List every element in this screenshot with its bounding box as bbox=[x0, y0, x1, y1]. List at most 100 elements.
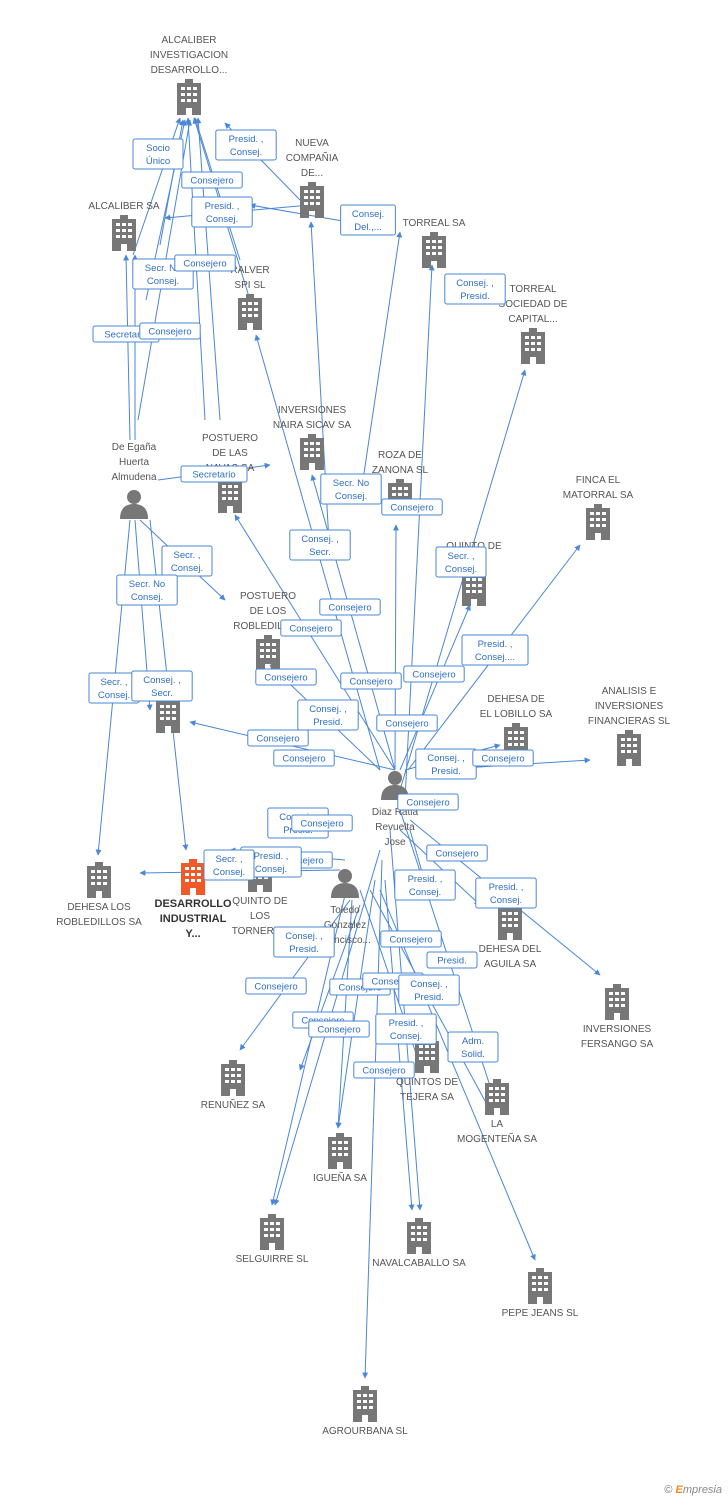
relation-label[interactable]: Secr. ,Consej. bbox=[203, 849, 255, 881]
relation-label[interactable]: Consejero bbox=[397, 793, 459, 811]
node-pepe-jeans[interactable]: PEPE JEANS SL bbox=[502, 1268, 579, 1319]
relation-label[interactable]: Presid. ,Consej. bbox=[191, 196, 253, 228]
node-torreal-sa[interactable]: TORREAL SA bbox=[403, 218, 466, 268]
relation-label[interactable]: Presid. bbox=[426, 951, 478, 969]
node-label: DE... bbox=[301, 168, 323, 179]
relation-label[interactable]: Consej. ,Presid. bbox=[444, 273, 506, 305]
relation-label-text: Consej. bbox=[390, 1031, 422, 1042]
node-label: MOGENTEÑA SA bbox=[457, 1132, 537, 1145]
relation-label[interactable]: Consejero bbox=[426, 844, 488, 862]
relation-label-box bbox=[291, 814, 353, 832]
relation-label[interactable]: Presid. ,Consej. bbox=[240, 846, 302, 878]
relation-label-text: Consejero bbox=[435, 849, 478, 860]
relation-label[interactable]: Presid. ,Consej. bbox=[475, 877, 537, 909]
relation-label[interactable]: Consej. ,Secr. bbox=[289, 529, 351, 561]
relation-label[interactable]: Consej. ,Presid. bbox=[398, 974, 460, 1006]
relation-label-text: Consej. bbox=[213, 867, 245, 878]
node-la-mogentena[interactable]: LA MOGENTEÑA SA bbox=[457, 1079, 537, 1145]
relation-label[interactable]: Consej. ,Presid. bbox=[297, 699, 359, 731]
node-iguena[interactable]: IGUEÑA SA bbox=[313, 1133, 367, 1184]
relation-label-box bbox=[116, 574, 178, 606]
relation-label[interactable]: Presid. ,Consej. bbox=[394, 869, 456, 901]
building-icon bbox=[256, 635, 280, 671]
relation-label-box bbox=[426, 844, 488, 862]
relation-label[interactable]: Consejero bbox=[472, 749, 534, 767]
node-toledo[interactable]: ToledoGonzalezFrancisco... bbox=[319, 869, 371, 946]
relation-label[interactable]: Consejero bbox=[353, 1061, 415, 1079]
relation-label[interactable]: Consejero bbox=[381, 498, 443, 516]
node-label: TORNEROS bbox=[232, 926, 289, 937]
relation-label[interactable]: Adm.Solid. bbox=[447, 1031, 499, 1063]
node-label: ALCALIBER bbox=[161, 35, 216, 46]
node-label: Revuelta bbox=[375, 822, 415, 833]
relation-label[interactable]: Presid. ,Consej.... bbox=[461, 634, 529, 666]
relation-label-text: Consej.... bbox=[475, 652, 515, 663]
node-renunez[interactable]: RENUÑEZ SA bbox=[201, 1060, 266, 1111]
node-alcaliber-sa[interactable]: ALCALIBER SA bbox=[88, 201, 160, 251]
relation-label[interactable]: Consejero bbox=[247, 729, 309, 747]
relation-edge bbox=[308, 221, 331, 561]
node-label: Gonzalez bbox=[324, 920, 366, 931]
relation-label[interactable]: Presid. ,Consej. bbox=[215, 129, 277, 161]
node-alcaliber-inv[interactable]: ALCALIBERINVESTIGACIONDESARROLLO... bbox=[150, 35, 228, 115]
relation-label[interactable]: Consejero bbox=[255, 668, 317, 686]
node-nueva-compania[interactable]: NUEVACOMPAÑIADE... bbox=[286, 138, 339, 218]
node-label: POSTUERO bbox=[202, 433, 258, 444]
relation-label-text: Consejero bbox=[328, 603, 371, 614]
relation-edge bbox=[379, 889, 536, 1261]
relation-label[interactable]: Presid. ,Consej. bbox=[375, 1013, 437, 1045]
relation-label[interactable]: Consejero bbox=[139, 322, 201, 340]
relation-label[interactable]: Consejero bbox=[245, 977, 307, 995]
relation-label[interactable]: Consej. ,Presid. bbox=[415, 748, 477, 780]
relation-label[interactable]: Consej. ,Presid. bbox=[273, 926, 335, 958]
relation-label[interactable]: Consejero bbox=[291, 814, 353, 832]
relation-label[interactable]: Consej. ,Secr. bbox=[131, 670, 193, 702]
node-desarrollo[interactable]: DESARROLLOINDUSTRIALY... bbox=[155, 859, 232, 940]
relation-label-text: Presid. bbox=[414, 992, 444, 1003]
relation-label[interactable]: Secretario bbox=[180, 465, 248, 483]
relation-label-text: Presid. , bbox=[489, 882, 524, 893]
node-agrourbana[interactable]: AGROURBANA SL bbox=[322, 1386, 408, 1437]
node-selguirre[interactable]: SELGUIRRE SL bbox=[236, 1214, 309, 1265]
relation-label[interactable]: Consejero bbox=[376, 714, 438, 732]
relation-label[interactable]: Consejero bbox=[174, 254, 236, 272]
relation-label-box bbox=[180, 465, 248, 483]
relation-label[interactable]: Secr. ,Consej. bbox=[161, 545, 213, 577]
relation-label[interactable]: Consej.Del.,... bbox=[340, 204, 396, 236]
relation-label[interactable]: Consejero bbox=[280, 619, 342, 637]
relation-label-box bbox=[139, 322, 201, 340]
relation-label-text: Consejero bbox=[389, 935, 432, 946]
relation-label[interactable]: Consejero bbox=[380, 930, 442, 948]
relation-label[interactable]: Consejero bbox=[319, 598, 381, 616]
relation-label[interactable]: Consejero bbox=[181, 171, 243, 189]
relation-label[interactable]: Consejero bbox=[273, 749, 335, 767]
relation-label[interactable]: Consejero bbox=[308, 1020, 370, 1038]
relation-edge bbox=[404, 264, 435, 801]
relation-label-box bbox=[174, 254, 236, 272]
relation-label[interactable]: Consejero bbox=[403, 665, 465, 683]
relation-label[interactable]: Consejero bbox=[340, 672, 402, 690]
building-icon bbox=[112, 215, 136, 251]
relation-label-box bbox=[297, 699, 359, 731]
node-navalcaballo[interactable]: NAVALCABALLO SA bbox=[372, 1218, 466, 1269]
relation-label[interactable]: Secr. ,Consej. bbox=[435, 546, 487, 578]
node-label: LA bbox=[491, 1119, 504, 1130]
